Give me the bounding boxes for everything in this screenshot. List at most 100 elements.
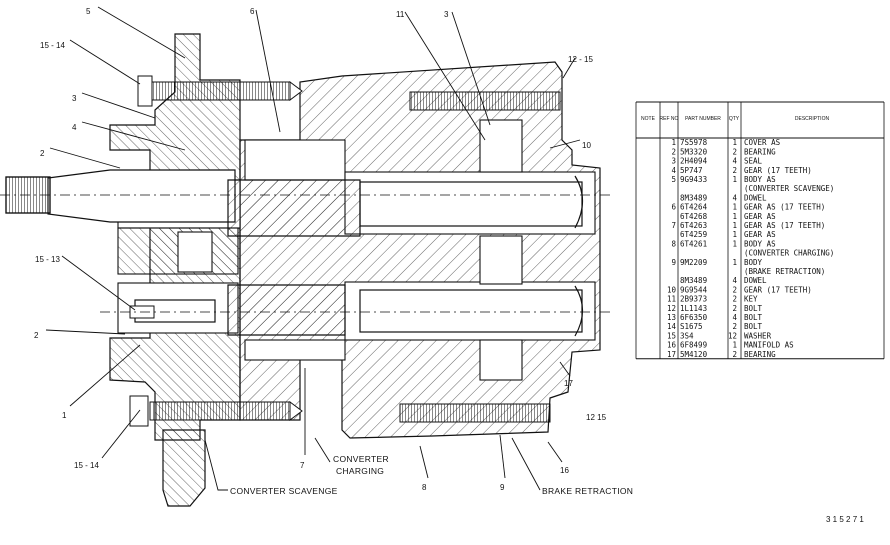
table-cell-part-number: 2H4094 [680, 157, 708, 166]
table-cell-description: (BRAKE RETRACTION) [744, 267, 825, 276]
callout-label: 16 [560, 466, 569, 475]
table-cell-description: GEAR AS [744, 230, 776, 239]
table-cell-ref-no: 17 [667, 350, 676, 359]
callout-label: 12 - 15 [568, 55, 593, 64]
table-cell-ref-no: 4 [671, 166, 676, 175]
bolts [129, 75, 561, 427]
table-header: QTY [729, 116, 740, 122]
table-cell-quantity: 1 [732, 203, 737, 212]
leader-line [204, 439, 228, 491]
callout-label: 6 [250, 7, 255, 16]
figure-number: 3 1 5 2 7 1 [826, 515, 864, 524]
table-cell-quantity: 4 [732, 157, 737, 166]
table-cell-quantity: 2 [732, 166, 737, 175]
callout-label: 2 [40, 149, 45, 158]
table-cell-ref-no: 7 [671, 221, 676, 230]
table-cell-ref-no: 1 [671, 138, 676, 147]
table-cell-part-number: 6T4268 [680, 212, 708, 221]
table-cell-part-number: 6T4263 [680, 221, 707, 230]
caption-converter-charging-2: CHARGING [336, 466, 384, 476]
table-cell-description: GEAR AS (17 TEETH) [744, 221, 825, 230]
callout-label: 2 [34, 331, 39, 340]
table-cell-ref-no: 5 [671, 175, 676, 184]
table-cell-description: GEAR (17 TEETH) [744, 166, 812, 175]
callout-label: 8 [422, 483, 427, 492]
table-cell-ref-no: 8 [671, 239, 676, 248]
table-cell-description: BOLT [744, 322, 763, 331]
callout-label: 3 [72, 94, 77, 103]
table-cell-part-number: 6T4259 [680, 230, 707, 239]
table-cell-ref-no: 11 [667, 295, 676, 304]
table-cell-description: DOWEL [744, 276, 767, 285]
leader-line [45, 329, 126, 335]
table-cell-description: BOLT [744, 304, 763, 313]
table-cell-quantity: 1 [732, 221, 737, 230]
caption-converter-charging-1: CONVERTER [333, 454, 389, 464]
table-cell-part-number: 7S5978 [680, 138, 708, 147]
table-cell-description: (CONVERTER SCAVENGE) [744, 184, 834, 193]
table-cell-ref-no: 10 [667, 285, 677, 294]
table-cell-description: (CONVERTER CHARGING) [744, 249, 834, 258]
table-cell-description: DOWEL [744, 193, 767, 202]
callout-label: 4 [72, 123, 77, 132]
table-cell-description: BEARING [744, 350, 776, 359]
table-cell-quantity: 2 [732, 147, 737, 156]
leader-line [81, 121, 186, 151]
callout-label: 12 15 [586, 413, 607, 422]
table-cell-quantity: 4 [732, 276, 737, 285]
callout-label: 15 - 14 [40, 41, 65, 50]
table-cell-part-number: 2B9373 [680, 295, 707, 304]
leader-line [69, 39, 141, 85]
table-cell-part-number: 8M3489 [680, 193, 707, 202]
table-cell-quantity: 1 [732, 239, 737, 248]
table-header: DESCRIPTION [795, 116, 830, 122]
leader-line [559, 361, 571, 377]
table-cell-part-number: S1675 [680, 322, 703, 331]
table-cell-description: GEAR (17 TEETH) [744, 285, 812, 294]
callout-label: 9 [500, 483, 505, 492]
table-cell-description: SEAL [744, 157, 763, 166]
leader-line [547, 441, 563, 463]
table-cell-quantity: 2 [732, 350, 737, 359]
table-cell-description: KEY [744, 295, 758, 304]
table-cell-quantity: 1 [732, 138, 737, 147]
table-cell-part-number: 9M2209 [680, 258, 707, 267]
callout-label: 5 [86, 7, 91, 16]
leader-line [549, 139, 581, 149]
table-cell-quantity: 1 [732, 175, 737, 184]
table-cell-description: WASHER [744, 331, 772, 340]
table-cell-ref-no: 3 [671, 157, 676, 166]
table-cell-part-number: 5M4120 [680, 350, 708, 359]
leader-line [451, 11, 491, 126]
callout-label: 3 [444, 10, 449, 19]
table-cell-part-number: 5P747 [680, 166, 703, 175]
callout-label: 15 - 14 [74, 461, 99, 470]
table-cell-ref-no: 6 [671, 203, 676, 212]
leader-line [69, 344, 141, 407]
callout-label: 7 [300, 461, 305, 470]
table-cell-ref-no: 15 [667, 331, 676, 340]
table-cell-description: BODY AS [744, 175, 776, 184]
table-cell-quantity: 12 [728, 331, 737, 340]
table-cell-part-number: 9G9544 [680, 285, 708, 294]
leader-line [511, 437, 541, 491]
table-cell-description: GEAR AS (17 TEETH) [744, 203, 825, 212]
table-cell-description: GEAR AS [744, 212, 776, 221]
table-cell-quantity: 2 [732, 285, 737, 294]
table-cell-quantity: 2 [732, 295, 737, 304]
table-cell-description: MANIFOLD AS [744, 341, 794, 350]
table-cell-quantity: 2 [732, 304, 737, 313]
table-cell-quantity: 1 [732, 258, 737, 267]
table-cell-part-number: 6T4261 [680, 239, 707, 248]
leader-line [404, 11, 486, 141]
table-cell-ref-no: 12 [667, 304, 676, 313]
leader-line [97, 6, 186, 59]
table-cell-ref-no: 9 [671, 258, 676, 267]
leader-line [61, 255, 136, 311]
leader-line [419, 445, 429, 479]
table-cell-ref-no: 16 [667, 341, 677, 350]
table-header: PART NUMBER [685, 116, 721, 122]
caption-converter-scavenge: CONVERTER SCAVENGE [230, 486, 338, 496]
